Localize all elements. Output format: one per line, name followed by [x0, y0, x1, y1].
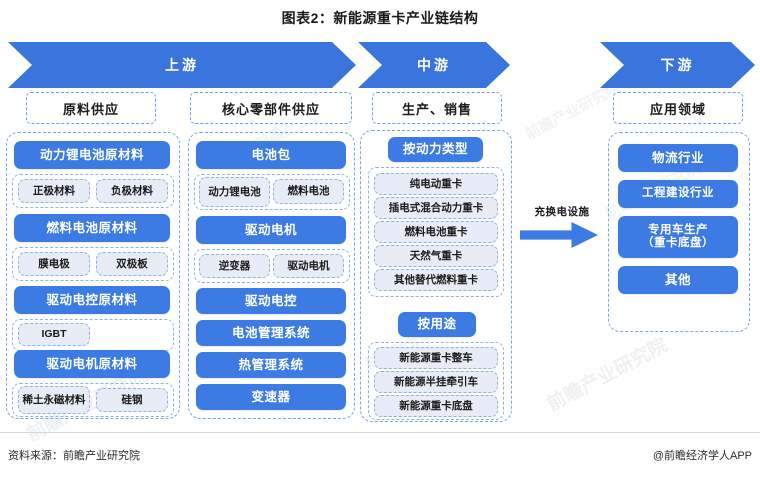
right-arrow-icon — [520, 222, 598, 248]
group-production — [360, 130, 512, 422]
node-thermal-management-system[interactable]: 热管理系统 — [196, 352, 346, 378]
subgroup-raw-0 — [12, 174, 174, 208]
node-logistics-industry[interactable]: 物流行业 — [618, 144, 738, 172]
banner-upstream: 上游 — [8, 42, 356, 88]
stage-label-raw-supply: 原料供应 — [26, 92, 156, 124]
watermark: 前瞻产业研究院 — [543, 334, 672, 416]
stage-label-production: 生产、销售 — [372, 92, 502, 124]
node-phev-truck[interactable]: 插电式混合动力重卡 — [374, 197, 498, 219]
node-drive-motor-part[interactable]: 驱动电机 — [273, 254, 344, 278]
node-fuel-cell[interactable]: 燃料电池 — [273, 179, 344, 204]
subgroup-core-1 — [194, 249, 350, 283]
connector-label: 充换电设施 — [534, 206, 590, 218]
chart-title: 图表2：新能源重卡产业链结构 — [281, 10, 479, 26]
node-complete-truck[interactable]: 新能源重卡整车 — [374, 347, 498, 369]
subgroup-raw-3 — [12, 383, 174, 417]
node-truck-chassis[interactable]: 新能源重卡底盘 — [374, 395, 498, 417]
node-alt-fuel-truck[interactable]: 其他替代燃料重卡 — [374, 269, 498, 291]
node-special-vehicle-production[interactable]: 专用车生产 （重卡底盘） — [618, 216, 738, 258]
node-drive-motor-material[interactable]: 驱动电机原材料 — [14, 350, 170, 378]
node-cathode-material[interactable]: 正极材料 — [18, 179, 90, 203]
node-rare-earth-magnet[interactable]: 稀土永磁材料 — [18, 386, 90, 414]
banner-midstream: 中游 — [358, 42, 510, 88]
node-battery-pack[interactable]: 电池包 — [196, 141, 346, 169]
subgroup-power-type — [368, 167, 504, 297]
node-bev-truck[interactable]: 纯电动重卡 — [374, 173, 498, 195]
node-drive-motor[interactable]: 驱动电机 — [196, 216, 346, 244]
node-construction-industry[interactable]: 工程建设行业 — [618, 180, 738, 208]
footer-divider — [0, 432, 760, 433]
stage-label-core-parts: 核心零部件供应 — [190, 92, 352, 124]
brand-note: @前瞻经济学人APP — [652, 450, 752, 462]
node-natural-gas-truck[interactable]: 天然气重卡 — [374, 245, 498, 267]
node-fcev-truck[interactable]: 燃料电池重卡 — [374, 221, 498, 243]
group-raw-supply — [6, 132, 180, 419]
subgroup-core-0 — [194, 174, 350, 210]
node-power-li-battery[interactable]: 动力锂电池 — [199, 177, 270, 207]
node-membrane-electrode[interactable]: 膜电极 — [18, 252, 90, 276]
node-inverter[interactable]: 逆变器 — [199, 254, 270, 278]
group-application — [608, 132, 750, 332]
node-transmission[interactable]: 变速器 — [196, 384, 346, 410]
node-igbt[interactable]: IGBT — [18, 323, 90, 346]
subgroup-raw-1 — [12, 247, 174, 281]
node-anode-material[interactable]: 负极材料 — [96, 179, 168, 203]
node-motor-controller[interactable]: 驱动电控 — [196, 288, 346, 314]
subgroup-usage — [368, 342, 504, 420]
node-bipolar-plate[interactable]: 双极板 — [96, 252, 168, 276]
node-other-application[interactable]: 其他 — [618, 266, 738, 294]
node-motor-control-material[interactable]: 驱动电控原材料 — [14, 286, 170, 314]
stage-label-application: 应用领域 — [613, 92, 743, 124]
node-by-power-type[interactable]: 按动力类型 — [388, 137, 483, 162]
node-by-usage[interactable]: 按用途 — [398, 312, 476, 337]
node-battery-management-system[interactable]: 电池管理系统 — [196, 320, 346, 346]
node-semi-trailer-tractor[interactable]: 新能源半挂牵引车 — [374, 371, 498, 393]
source-note: 资料来源：前瞻产业研究院 — [8, 450, 140, 462]
group-core-parts — [188, 132, 355, 419]
node-silicon-steel[interactable]: 硅钢 — [96, 388, 168, 412]
banner-downstream: 下游 — [600, 42, 755, 88]
node-raw-li-battery-material[interactable]: 动力锂电池原材料 — [14, 141, 170, 169]
node-fuel-cell-material[interactable]: 燃料电池原材料 — [14, 214, 170, 242]
